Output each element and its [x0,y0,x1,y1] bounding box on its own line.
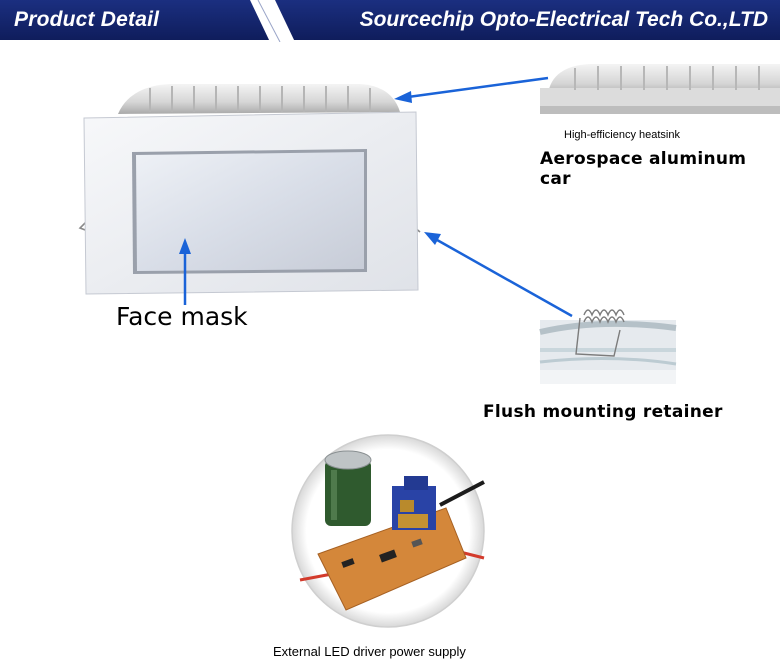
header-banner: Product Detail Sourcechip Opto-Electrica… [0,0,780,42]
heatsink-caption: High-efficiency heatsink [564,129,680,141]
main-heatsink [118,84,400,114]
retainer-arrow [424,232,573,318]
face-mask-label: Face mask [116,302,248,331]
header-right-band [275,0,780,40]
driver-detail-image [291,434,485,628]
retainer-label: Flush mounting retainer [483,402,723,422]
header-left-band [0,0,285,40]
heatsink-label: Aerospace aluminum car [540,149,747,189]
face-mask-arrow [179,238,191,305]
company-name: Sourcechip Opto-Electrical Tech Co.,LTD [359,8,768,31]
header-slant-divider [250,0,295,42]
main-panel-frame [83,111,419,295]
retainer-detail-image [539,309,677,384]
page-title: Product Detail [14,8,160,31]
heatsink-arrow [394,76,549,103]
driver-label: External LED driver power supply [273,644,466,659]
heatsink-detail-image [540,64,780,114]
